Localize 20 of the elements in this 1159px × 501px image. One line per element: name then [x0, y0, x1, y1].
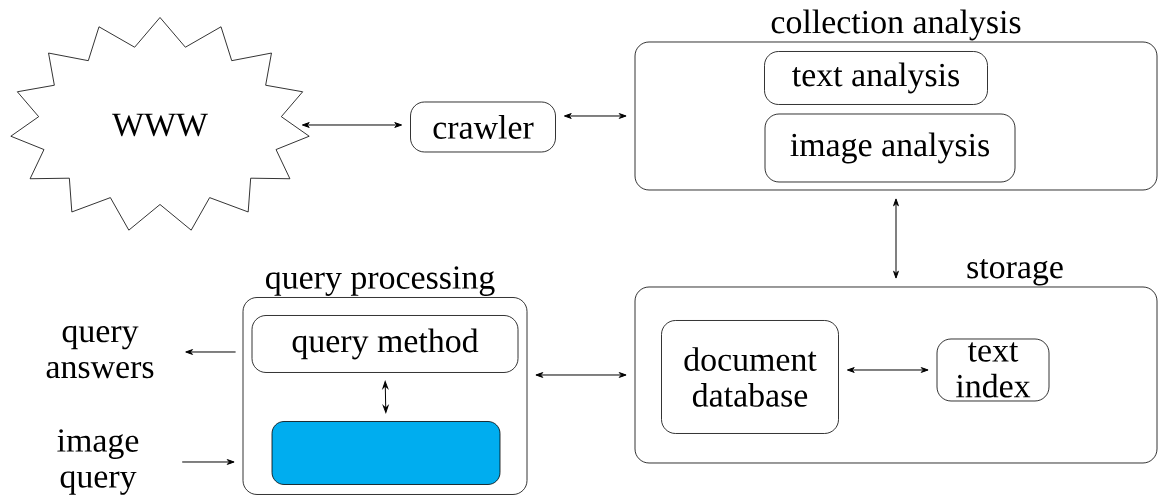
label-text: image query [57, 429, 139, 495]
box-shape [271, 421, 501, 485]
node-label: collection analysis [771, 9, 1021, 41]
arrow [563, 113, 627, 119]
arrow [893, 198, 899, 279]
process-box: text index [936, 338, 1050, 402]
label-text: query answers [46, 325, 154, 379]
arrow [382, 380, 389, 414]
process-box: crawler [410, 101, 556, 153]
arrow [535, 372, 627, 378]
arrow [181, 459, 235, 465]
process-box: image analysis [764, 113, 1016, 183]
arrow [301, 122, 403, 128]
process-box: document database [661, 320, 839, 434]
process-box: text analysis [764, 51, 988, 105]
process-box: query method [251, 315, 519, 373]
arrow [185, 349, 237, 355]
arrow [846, 367, 929, 373]
node-label: storage [967, 259, 1063, 286]
node-label: query processing [266, 266, 495, 296]
